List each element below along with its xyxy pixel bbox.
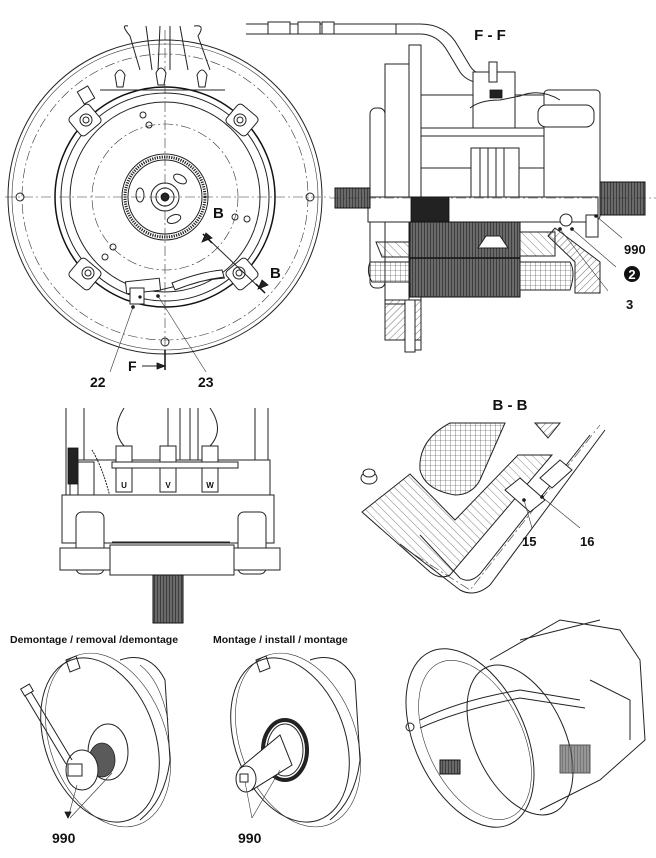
callout-2: 2 [628, 267, 635, 282]
callout-15: 15 [522, 534, 536, 549]
callout-3: 3 [626, 297, 633, 312]
front-view: B B F 22 23 [5, 21, 493, 390]
mounting-lug [225, 257, 259, 291]
section-bb-view: B - B 15 16 [360, 397, 606, 594]
bottom-shaft-spline [152, 574, 184, 624]
callout-16: 16 [580, 534, 594, 549]
right-shaft-spline [599, 181, 646, 216]
section-marker-f: F [128, 358, 137, 374]
removal-view: Demontage / removal /demontage 990 [10, 634, 178, 846]
callout-23: 23 [198, 374, 214, 390]
install-caption: Montage / install / montage [213, 634, 348, 646]
install-callout-990: 990 [238, 830, 262, 846]
section-marker-b-2: B [270, 265, 281, 282]
install-view: Montage / install / montage 990 [213, 634, 361, 846]
section-ff-view: F - F [330, 27, 656, 353]
isometric-view [405, 619, 646, 828]
section-marker-b-1: B [213, 205, 224, 222]
mounting-lug [225, 103, 259, 137]
section-ff-title: F - F [474, 27, 506, 44]
sensor-connector [124, 269, 226, 305]
callout-2-badge [624, 266, 640, 282]
mounting-lug [68, 257, 102, 291]
terminal-mark-v: V [165, 481, 171, 490]
bottom-view: U V W [59, 407, 281, 624]
terminal-mark-w: W [206, 481, 214, 490]
removal-caption: Demontage / removal /demontage [10, 634, 178, 646]
callout-22: 22 [90, 374, 106, 390]
mounting-lug [68, 103, 102, 137]
removal-callout-990: 990 [52, 830, 76, 846]
cable-connector [246, 21, 493, 85]
section-bb-title: B - B [493, 397, 528, 414]
stator-core [409, 221, 521, 298]
terminal-leads [76, 25, 225, 105]
terminal-mark-u: U [121, 481, 127, 490]
callout-990: 990 [624, 242, 646, 257]
